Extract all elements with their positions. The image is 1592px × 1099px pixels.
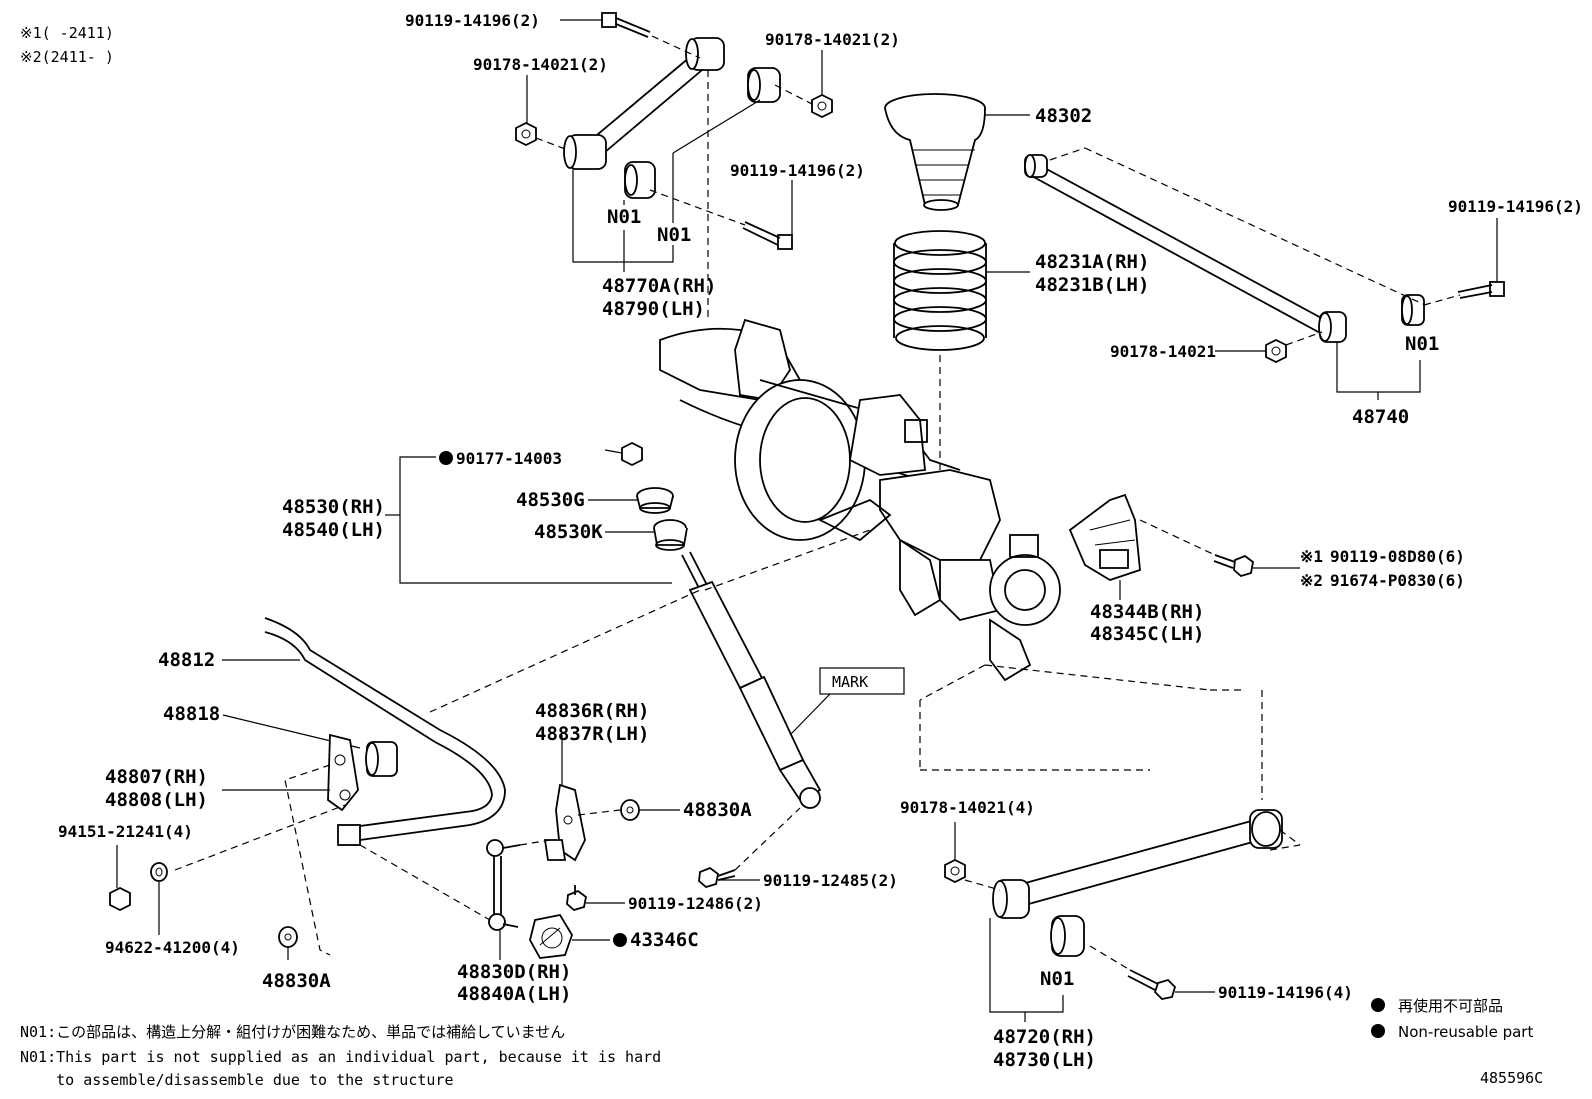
label-bolt-bumper-1: 90119-08D80(6) (1330, 547, 1465, 566)
label-nut-link: 48830A (683, 799, 752, 821)
label-link-bracket-1: 48836R(RH) (535, 700, 649, 722)
label-nut-shock: 90177-14003 (456, 449, 562, 468)
upper-control-arm (563, 37, 781, 199)
label-stabilizer: 48812 (158, 649, 215, 671)
stabilizer-bracket (327, 733, 359, 812)
label-bolt-lower-arm: 90119-14196(4) (1218, 983, 1353, 1002)
nut-right-icon (1265, 338, 1287, 364)
footnote-jp: N01:この部品は、構造上分解・組付けが困難なため、単品では補給していません (20, 1023, 565, 1041)
bolt-top-icon (601, 12, 651, 38)
label-nut-bottom: 48830A (262, 970, 331, 992)
stabilizer-bushing (365, 741, 398, 777)
label-n01-a: N01 (607, 206, 641, 228)
speed-sensor (529, 913, 573, 959)
label-shock-2: 48540(LH) (282, 519, 385, 541)
label-washer: 94622-41200(4) (105, 938, 240, 957)
lateral-rod (1024, 154, 1425, 343)
label-link-2: 48840A(LH) (457, 983, 571, 1005)
label-bolt-right: 90119-14196(2) (1448, 197, 1583, 216)
nut-bottom-icon (278, 926, 298, 948)
label-bumper-2: 48345C(LH) (1090, 623, 1204, 645)
label-mark-box: MARK (832, 673, 868, 691)
bolt-bumper-icon (1213, 554, 1254, 578)
cushion-k (653, 519, 688, 551)
lower-control-arm (992, 809, 1283, 957)
label-nut-lower-arm: 90178-14021(4) (900, 798, 1035, 817)
label-link-bracket-2: 48837R(LH) (535, 723, 649, 745)
figure-id: 485596C (1480, 1069, 1543, 1087)
legend-dot-en (1371, 1024, 1385, 1038)
label-n01-d: N01 (1040, 968, 1074, 990)
label-nut-right: 90178-14021 (1110, 342, 1216, 361)
shock-absorber (681, 551, 822, 809)
label-bolt-link: 90119-12486(2) (628, 894, 763, 913)
label-bolt-mid: 90119-14196(2) (730, 161, 865, 180)
header-note-1: ※1( -2411) (20, 24, 114, 42)
legend-jp: 再使用不可部品 (1398, 997, 1503, 1015)
nut-lower-arm-icon (944, 858, 966, 884)
label-bolt-top: 90119-14196(2) (405, 11, 540, 30)
link-bracket (543, 783, 586, 862)
label-n01-b: N01 (657, 224, 691, 246)
label-spring-1: 48231A(RH) (1035, 251, 1149, 273)
label-sensor: 43346C (630, 929, 699, 951)
footnote-en-2: to assemble/disassemble due to the struc… (20, 1071, 453, 1089)
bolt-right-icon (1457, 281, 1505, 299)
bolt-lower-arm-icon (1127, 969, 1177, 1000)
shock-nut-icon (621, 441, 643, 467)
nut-top-left-icon (515, 121, 537, 147)
label-link-1: 48830D(RH) (457, 961, 571, 983)
cushion-g (636, 487, 674, 514)
bolt-link-icon (566, 885, 587, 912)
label-nut-top-right: 90178-14021(2) (765, 30, 900, 49)
label-nut-bracket: 94151-21241(4) (58, 822, 193, 841)
label-mark1: ※1 (1300, 547, 1323, 566)
label-mark2: ※2 (1300, 571, 1323, 590)
spring-insulator (884, 93, 986, 211)
label-nut-top-left: 90178-14021(2) (473, 55, 608, 74)
label-cushion-k: 48530K (534, 521, 603, 543)
label-lower-arm-2: 48730(LH) (993, 1049, 1096, 1071)
label-bumper-1: 48344B(RH) (1090, 601, 1204, 623)
bolt-shock-low-icon (698, 866, 736, 889)
label-cushion-g: 48530G (516, 489, 585, 511)
non-reusable-dot-shock-nut (439, 451, 453, 465)
legend-dot-jp (1371, 998, 1385, 1012)
label-n01-c: N01 (1405, 333, 1439, 355)
nut-bracket-icon (109, 886, 131, 912)
non-reusable-dot-sensor (613, 933, 627, 947)
washer-icon (150, 862, 168, 882)
label-lateral-rod: 48740 (1352, 406, 1409, 428)
bolt-mid-icon (742, 221, 793, 250)
coil-spring (893, 230, 987, 351)
header-note-2: ※2(2411- ) (20, 48, 114, 66)
label-arm-upper-2: 48790(LH) (602, 298, 705, 320)
bump-stopper (1068, 493, 1141, 581)
mark-box (819, 667, 905, 695)
nut-link-icon (620, 799, 640, 821)
legend-en: Non-reusable part (1398, 1023, 1533, 1041)
label-bracket-1: 48807(RH) (105, 766, 208, 788)
label-bolt-bumper-2: 91674-P0830(6) (1330, 571, 1465, 590)
label-lower-arm-1: 48720(RH) (993, 1026, 1096, 1048)
label-shock-1: 48530(RH) (282, 496, 385, 518)
stabilizer-link (486, 839, 521, 931)
stabilizer-bar (264, 617, 506, 846)
axle-housing (659, 318, 1061, 682)
label-bolt-shock-low: 90119-12485(2) (763, 871, 898, 890)
label-arm-upper-1: 48770A(RH) (602, 275, 716, 297)
label-bushing: 48818 (163, 703, 220, 725)
footnote-en-1: N01:This part is not supplied as an indi… (20, 1048, 661, 1066)
label-bracket-2: 48808(LH) (105, 789, 208, 811)
nut-top-right-icon (811, 93, 833, 119)
label-insulator: 48302 (1035, 105, 1092, 127)
label-spring-2: 48231B(LH) (1035, 274, 1149, 296)
